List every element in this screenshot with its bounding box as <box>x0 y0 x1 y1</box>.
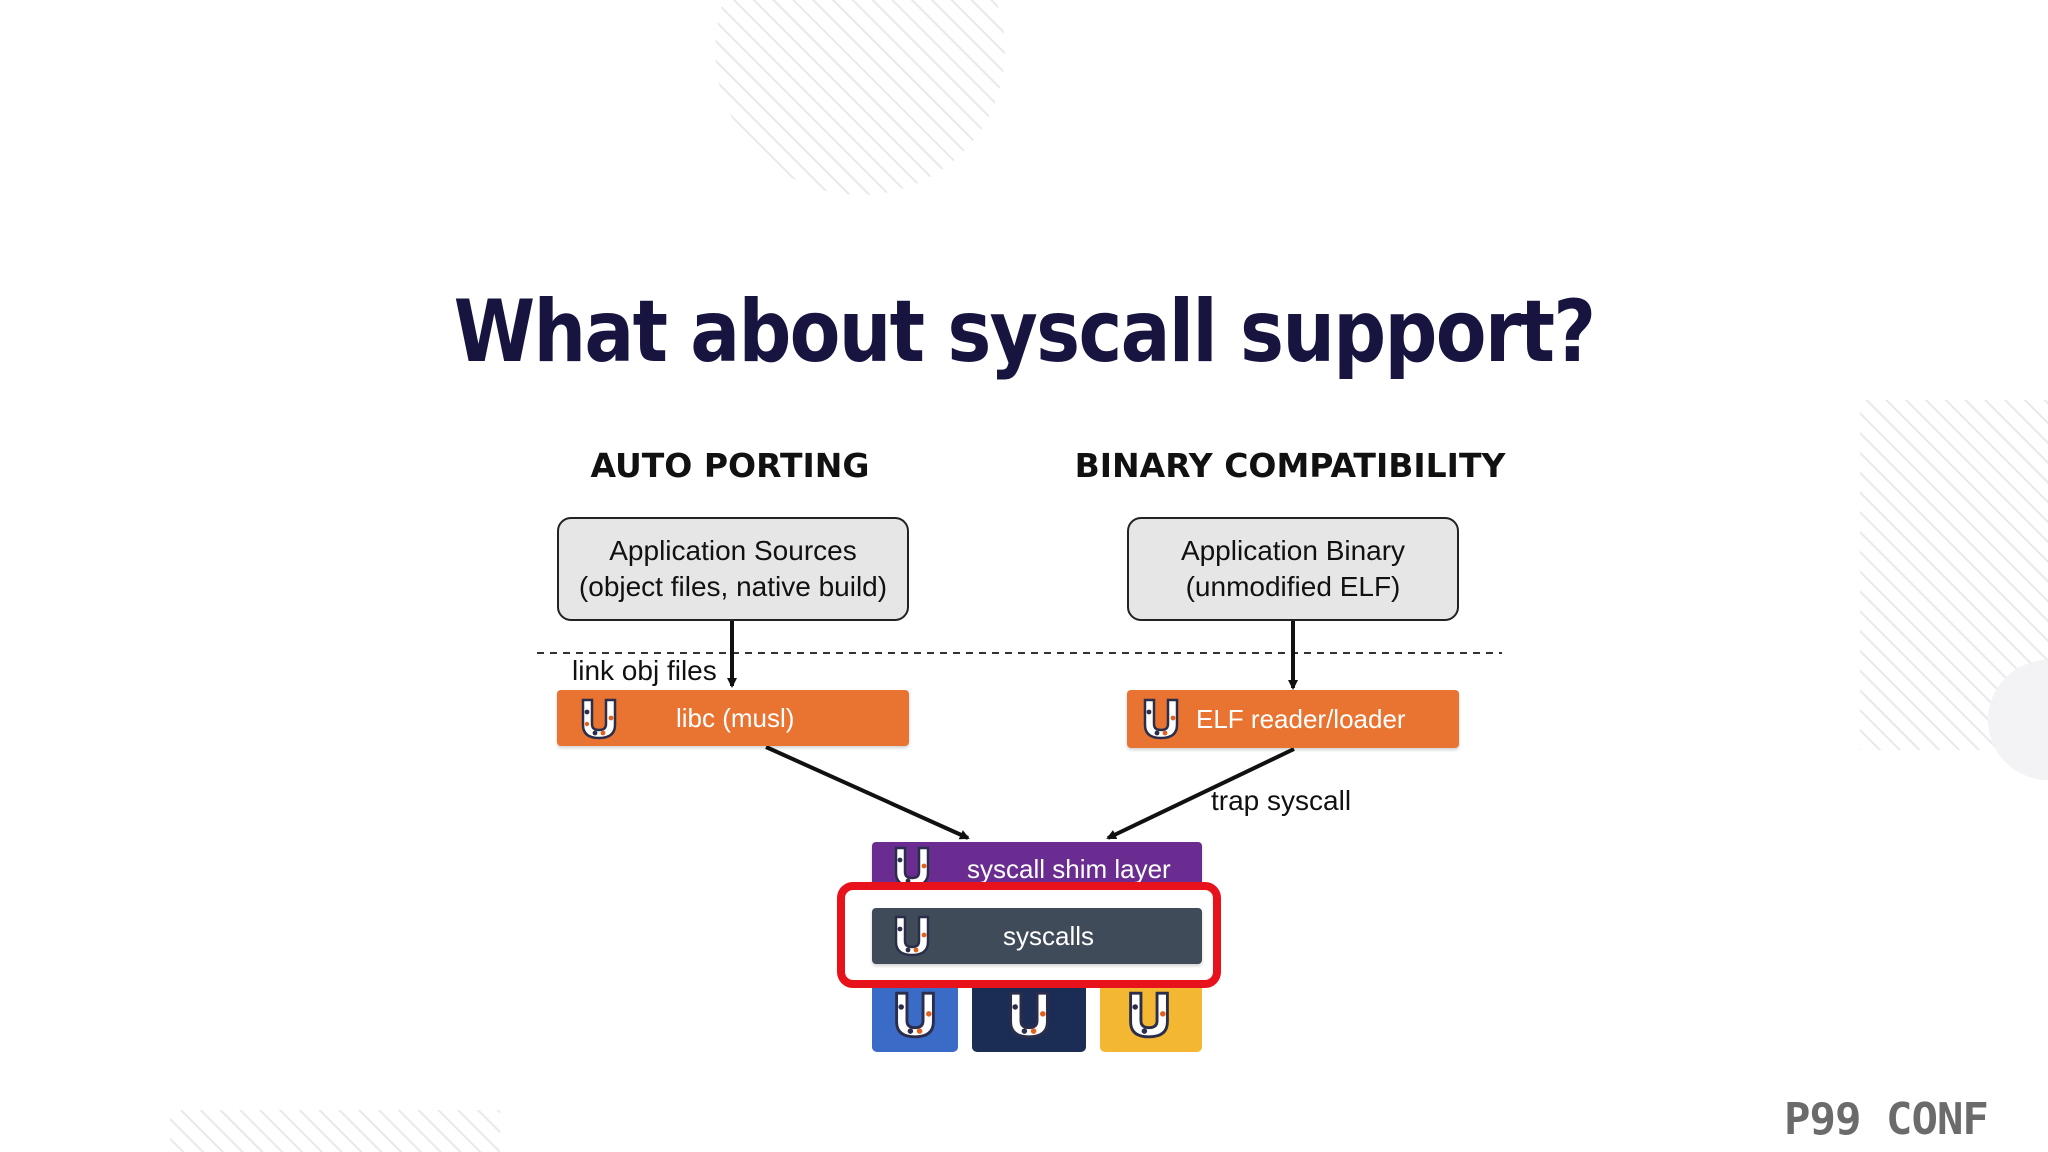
elf-reader-loader-label: ELF reader/loader <box>1196 703 1406 734</box>
heading-binary-compatibility: BINARY COMPATIBILITY <box>1074 446 1506 485</box>
edge-label-trap-syscall: trap syscall <box>1211 785 1352 816</box>
unikraft-u-icon <box>1143 698 1179 740</box>
arrow-libc-to-shim <box>765 745 970 840</box>
platform-tile-navy <box>972 978 1086 1052</box>
application-sources-line2: (object files, native build) <box>578 571 888 602</box>
syscalls-label: syscalls <box>1003 920 1095 951</box>
platform-tile-yellow <box>1100 978 1202 1052</box>
syscalls-bar: syscalls <box>872 908 1202 964</box>
unikraft-u-icon <box>581 698 617 740</box>
syscall-shim-layer-label: syscall shim layer <box>967 854 1171 884</box>
unikraft-u-icon <box>1009 991 1049 1039</box>
application-sources-box: Application Sources (object files, nativ… <box>557 517 909 621</box>
slide-title: What about syscall support? <box>453 282 1597 382</box>
edge-label-link-obj-files: link obj files <box>572 655 717 686</box>
unikraft-u-icon <box>895 991 935 1039</box>
application-binary-box: Application Binary (unmodified ELF) <box>1127 517 1459 621</box>
application-sources-line1: Application Sources <box>609 535 857 566</box>
libc-musl-bar: libc (musl) <box>557 690 909 746</box>
application-binary-line2: (unmodified ELF) <box>1185 571 1401 602</box>
application-binary-line1: Application Binary <box>1180 535 1406 566</box>
heading-auto-porting: AUTO PORTING <box>590 446 870 485</box>
libc-musl-label: libc (musl) <box>676 702 795 733</box>
elf-reader-loader-bar: ELF reader/loader <box>1127 690 1459 748</box>
p99-conf-logo: P99 CONF <box>1784 1094 1989 1145</box>
unikraft-u-icon <box>1129 991 1169 1039</box>
platform-tile-blue <box>872 978 958 1052</box>
unikraft-u-icon <box>894 915 930 957</box>
